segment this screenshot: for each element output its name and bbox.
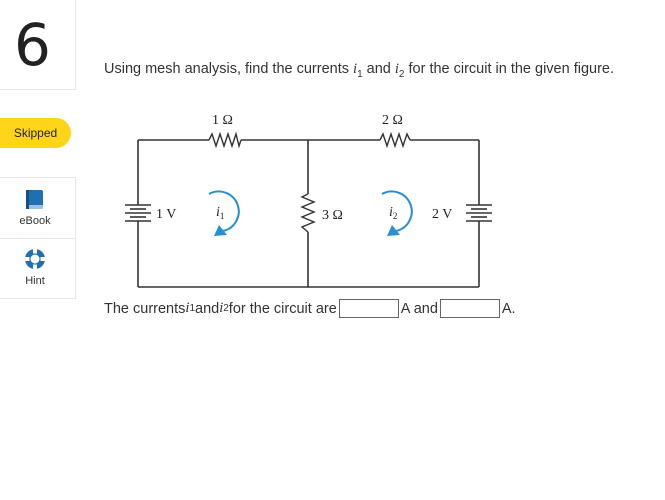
book-icon [26, 190, 43, 209]
mesh1-arrow [208, 190, 240, 236]
prompt-sub1: 1 [357, 68, 363, 80]
resistor-3ohm [300, 193, 316, 233]
prompt-var1: i [353, 61, 358, 77]
skipped-status-badge: Skipped [0, 118, 71, 148]
resistor-1ohm-label: 1 Ω [212, 113, 233, 128]
resistor-1ohm [208, 131, 242, 149]
voltage-source-2v [466, 204, 492, 222]
prompt-sub2: 2 [398, 68, 405, 80]
ebook-button[interactable]: eBook [0, 177, 76, 239]
answer-text-mid1: and [195, 300, 220, 317]
mesh2-arrow [381, 190, 413, 236]
mesh2-label-var: i [389, 205, 393, 220]
mesh1-label: i1 [216, 205, 224, 221]
answer-sub2: 2 [223, 303, 229, 314]
question-prompt: Using mesh analysis, find the currents i… [104, 61, 614, 80]
answer-var1: i [185, 300, 190, 316]
resistor-3ohm-label: 3 Ω [322, 208, 343, 223]
mesh1-label-var: i [216, 205, 220, 220]
mesh2-label: i2 [389, 205, 397, 221]
answer-text-pre: The currents [104, 300, 186, 317]
resistor-2ohm [379, 131, 411, 149]
question-number-box: 6 [0, 0, 76, 90]
hint-label: Hint [25, 275, 45, 287]
current-i1-input[interactable] [338, 299, 399, 318]
answer-unit2: A. [501, 300, 516, 317]
mesh1-label-sub: 1 [220, 211, 225, 221]
resistor-2ohm-label: 2 Ω [382, 113, 403, 128]
answer-var2: i [219, 300, 224, 316]
prompt-text-mid: and [362, 61, 395, 77]
ebook-label: eBook [19, 215, 51, 227]
voltage-source-1v [125, 204, 151, 222]
answer-sub1: 1 [189, 303, 195, 314]
answer-unit1: A and [400, 300, 438, 317]
prompt-var2: i [394, 61, 399, 77]
current-i2-input[interactable] [439, 299, 500, 318]
circuit-figure: 1 Ω 2 Ω 3 Ω 1 V 2 V i1 i2 [125, 113, 492, 288]
source-2v-label: 2 V [432, 207, 452, 222]
question-number: 6 [14, 11, 51, 79]
hint-button[interactable]: Hint [0, 238, 76, 299]
lifebuoy-icon [24, 248, 46, 270]
mesh2-label-sub: 2 [393, 211, 398, 221]
circuit-wires [137, 139, 480, 288]
answer-text-mid2: for the circuit are [228, 300, 337, 317]
source-1v-label: 1 V [156, 207, 176, 222]
prompt-text-post: for the circuit in the given figure. [404, 61, 615, 77]
prompt-text-pre: Using mesh analysis, find the currents [104, 61, 354, 77]
